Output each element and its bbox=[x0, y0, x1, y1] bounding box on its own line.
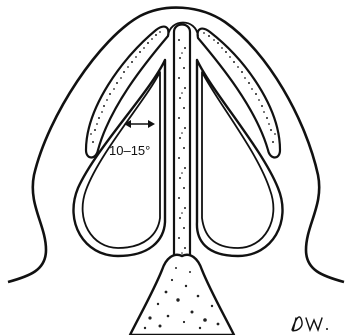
nasal-septum bbox=[174, 25, 190, 263]
angle-label: 10–15° bbox=[109, 144, 150, 157]
artist-signature-mark bbox=[292, 317, 328, 331]
